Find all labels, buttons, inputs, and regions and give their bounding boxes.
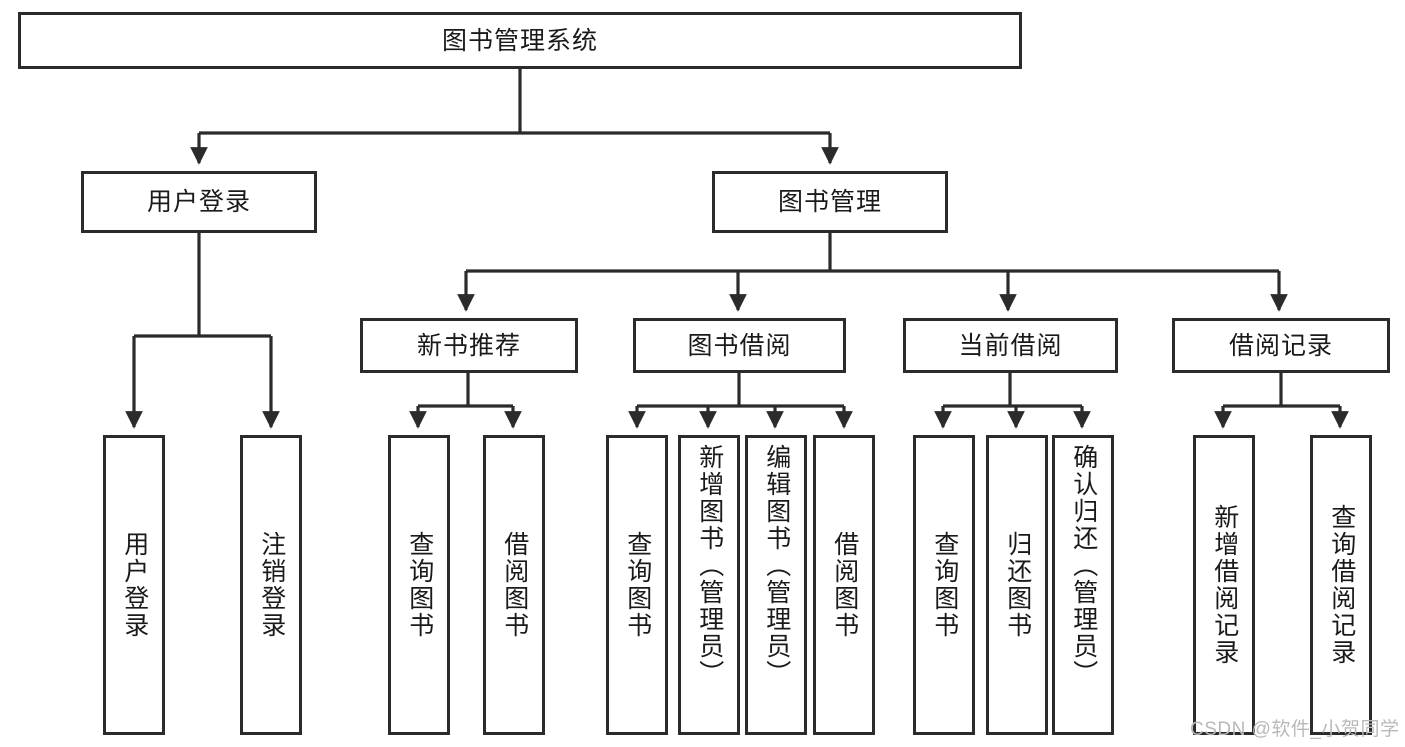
node-leaf-borrow-book-1-label: 借阅图书 [500,531,529,639]
node-leaf-query-book-1-label: 查询图书 [405,531,434,639]
node-leaf-borrow-book-2[interactable]: 借阅图书 [813,435,875,735]
node-leaf-add-book-admin-label: 新增图书（管理员） [695,444,724,687]
node-root[interactable]: 图书管理系统 [18,12,1022,69]
node-new-book-rec[interactable]: 新书推荐 [360,318,578,373]
node-leaf-user-login-label: 用户登录 [120,531,149,639]
node-leaf-user-login[interactable]: 用户登录 [103,435,165,735]
node-book-borrow[interactable]: 图书借阅 [633,318,846,373]
node-leaf-logout[interactable]: 注销登录 [240,435,302,735]
node-leaf-query-book-2[interactable]: 查询图书 [606,435,668,735]
node-leaf-query-borrow-rec[interactable]: 查询借阅记录 [1310,435,1372,735]
node-leaf-confirm-return[interactable]: 确认归还（管理员） [1052,435,1114,735]
node-root-label: 图书管理系统 [441,26,598,55]
node-leaf-edit-book-admin[interactable]: 编辑图书（管理员） [745,435,807,735]
node-leaf-add-borrow-rec-label: 新增借阅记录 [1210,504,1239,666]
node-leaf-logout-label: 注销登录 [257,531,286,639]
node-user-login[interactable]: 用户登录 [81,171,317,233]
node-leaf-add-book-admin[interactable]: 新增图书（管理员） [678,435,740,735]
node-user-login-label: 用户登录 [146,188,251,216]
node-leaf-query-book-3[interactable]: 查询图书 [913,435,975,735]
node-borrow-record[interactable]: 借阅记录 [1172,318,1390,373]
node-borrow-record-label: 借阅记录 [1228,331,1333,360]
node-leaf-query-book-2-label: 查询图书 [623,531,652,639]
node-current-borrow[interactable]: 当前借阅 [903,318,1118,373]
node-leaf-add-borrow-rec[interactable]: 新增借阅记录 [1193,435,1255,735]
node-book-manage[interactable]: 图书管理 [712,171,948,233]
node-leaf-query-book-1[interactable]: 查询图书 [388,435,450,735]
node-leaf-confirm-return-label: 确认归还（管理员） [1069,444,1098,687]
node-leaf-return-book-label: 归还图书 [1003,531,1032,639]
node-leaf-edit-book-admin-label: 编辑图书（管理员） [762,444,791,687]
node-book-borrow-label: 图书借阅 [687,331,792,360]
node-leaf-query-borrow-rec-label: 查询借阅记录 [1327,504,1356,666]
csdn-watermark: CSDN @软件_小贺同学 [1190,719,1400,740]
node-book-manage-label: 图书管理 [777,188,882,216]
node-leaf-query-book-3-label: 查询图书 [930,531,959,639]
node-leaf-borrow-book-1[interactable]: 借阅图书 [483,435,545,735]
node-leaf-borrow-book-2-label: 借阅图书 [830,531,859,639]
node-leaf-return-book[interactable]: 归还图书 [986,435,1048,735]
node-new-book-rec-label: 新书推荐 [416,331,521,360]
node-current-borrow-label: 当前借阅 [958,331,1063,360]
